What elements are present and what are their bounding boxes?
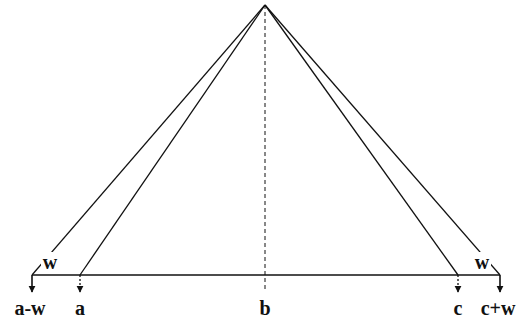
inner-right-line xyxy=(265,5,458,275)
load-arrow xyxy=(31,275,33,292)
inner-left-line xyxy=(80,5,265,275)
outer-right-line xyxy=(265,5,500,275)
position-label: a xyxy=(73,298,87,318)
dotted-arrow xyxy=(79,275,80,292)
position-label: a-w xyxy=(12,298,47,318)
center-dashed-line xyxy=(265,5,266,292)
load-arrow xyxy=(499,275,501,292)
base-line xyxy=(32,274,500,275)
dotted-arrow xyxy=(457,275,458,292)
position-label: b xyxy=(257,298,272,318)
position-label: c+w xyxy=(479,298,518,318)
outer-left-line xyxy=(32,5,265,275)
width-label: w xyxy=(41,252,59,272)
position-label: c xyxy=(452,298,465,318)
width-label: w xyxy=(473,252,491,272)
